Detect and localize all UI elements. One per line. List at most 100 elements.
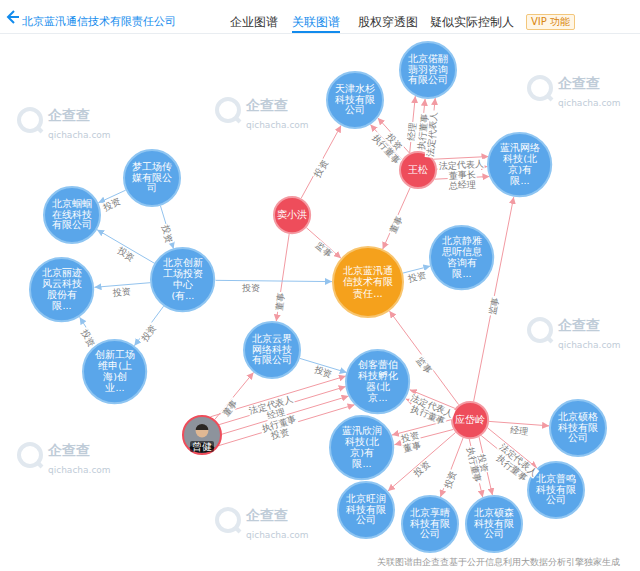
label-holder: 企业图谱 bbox=[230, 11, 278, 30]
focus-company-node: 北京蓝汛通信技术有限责任... bbox=[332, 246, 404, 318]
watermark: 企查查 bbox=[246, 507, 288, 523]
relation-label: 董事 bbox=[274, 291, 287, 312]
watermark-logo bbox=[235, 527, 240, 532]
company-node: 天津水杉科技有限公司 bbox=[326, 71, 384, 129]
watermark: qichacha.com bbox=[48, 130, 111, 141]
portrait-ground bbox=[182, 415, 222, 455]
relation-label: 投资 bbox=[441, 469, 458, 491]
company-name: 蓝汛网络科技(北京)有限... bbox=[500, 143, 540, 187]
tab-label: 股权穿透图 bbox=[358, 15, 418, 29]
relation-label: 投资 bbox=[411, 458, 433, 479]
relation-label: 投资 bbox=[101, 195, 123, 212]
watermark: 企查查 bbox=[48, 442, 90, 458]
label-holder: qichacha.com bbox=[558, 333, 621, 352]
watermark-logo bbox=[37, 462, 42, 467]
relation-line bbox=[216, 280, 332, 281]
relation-label: 董事 bbox=[388, 214, 405, 236]
portrait-hair bbox=[196, 424, 209, 430]
caption: 关联图谱由企查查基于公开信息利用大数据分析引擎独家生成 bbox=[377, 557, 620, 568]
node-disc bbox=[330, 416, 393, 479]
node-disc bbox=[244, 322, 300, 378]
company-node: 北京创新工场投资中心(有... bbox=[150, 247, 215, 312]
company-node: 北京丽迹风云科技股份有限... bbox=[29, 257, 94, 322]
node-disc bbox=[402, 496, 458, 552]
title-holder: 北京蓝汛通信技术有限责任公司 bbox=[22, 10, 176, 29]
watermark: qichacha.com bbox=[48, 465, 111, 476]
company-name: 北京静雅思听信息咨询有限... bbox=[442, 236, 482, 280]
watermark-logo bbox=[529, 319, 551, 341]
relation-line bbox=[301, 125, 341, 198]
company-name: 北京蓝汛通信技术有限责任... bbox=[342, 265, 394, 300]
watermark: qichacha.com bbox=[558, 340, 621, 351]
tab-label: 疑似实际控制人 bbox=[430, 15, 514, 29]
relation-label: 监事 bbox=[313, 240, 335, 261]
node-disc bbox=[124, 150, 180, 206]
relation-label: 投资 bbox=[312, 158, 330, 180]
portrait-ring bbox=[183, 416, 221, 454]
relation-line bbox=[474, 197, 514, 401]
company-node: 北京静雅思听信息咨询有限... bbox=[429, 225, 494, 290]
company-node: 北京硕森科技有限公司 bbox=[465, 495, 523, 553]
relation-label: 投资 bbox=[79, 327, 98, 349]
company-name: 北京云界网络科技有限公司 bbox=[252, 334, 292, 367]
label-holder: 企查查 bbox=[246, 95, 288, 114]
company-name: 北京享晴科技有限公司 bbox=[410, 508, 450, 541]
label-holder: 企查查 bbox=[558, 73, 600, 92]
relation-label: 董事 bbox=[220, 397, 240, 419]
watermark-logo bbox=[235, 117, 240, 122]
company-name: 北京偌翮翡羽咨询有限公司 bbox=[408, 54, 448, 87]
relation-line bbox=[97, 230, 155, 264]
portrait-head bbox=[196, 425, 209, 438]
relation-label: 监事 bbox=[414, 354, 434, 376]
watermark: 企查查 bbox=[558, 317, 600, 333]
person-node: 应岱岭 bbox=[451, 401, 489, 439]
relation-label: 投资 bbox=[240, 283, 260, 293]
label-holder: 股权穿透图 bbox=[358, 11, 418, 30]
watermark-logo bbox=[19, 444, 41, 466]
company-name: 天津水杉科技有限公司 bbox=[335, 84, 375, 117]
node-disc bbox=[327, 72, 383, 128]
company-name: 北京丽迹风云科技股份有限... bbox=[42, 268, 82, 312]
node-disc bbox=[30, 258, 93, 321]
node-disc bbox=[488, 133, 551, 196]
label-holder: 企查查 bbox=[48, 440, 90, 459]
company-node: 北京硕格科技有限公司 bbox=[549, 399, 607, 457]
company-name: 蓝汛欣润科技(北京)有限... bbox=[342, 426, 382, 470]
label-holder: 企查查 bbox=[246, 505, 288, 524]
watermark-logo bbox=[547, 95, 552, 100]
person-name: 王松 bbox=[408, 164, 428, 176]
label-holder: VIP 功能 bbox=[526, 10, 575, 30]
label-holder: 疑似实际控制人 bbox=[430, 11, 514, 30]
person-name: 曾健 bbox=[190, 441, 214, 453]
node-disc bbox=[346, 350, 409, 413]
relation-line bbox=[134, 306, 163, 346]
watermark-logo bbox=[217, 99, 239, 121]
company-node: 梦工场传媒有限公司 bbox=[123, 149, 181, 207]
node-disc bbox=[333, 247, 403, 317]
node-disc bbox=[430, 226, 493, 289]
node-disc bbox=[338, 482, 394, 538]
company-node: 北京享晴科技有限公司 bbox=[401, 495, 459, 553]
watermark-logo bbox=[529, 77, 551, 99]
label-holder: qichacha.com bbox=[558, 91, 621, 110]
tab-label: 企业图谱 bbox=[230, 15, 278, 29]
company-node: 北京旺润科技有限公司 bbox=[337, 481, 395, 539]
label-holder: 企查查 bbox=[558, 315, 600, 334]
company-name: 梦工场传媒有限公司 bbox=[132, 162, 172, 195]
watermark-logo bbox=[19, 109, 41, 131]
tab-label: 关联图谱 bbox=[292, 15, 340, 29]
company-name: 北京创新工场投资中心(有... bbox=[163, 258, 203, 302]
watermark-logo bbox=[37, 127, 42, 132]
relation-label: 投资 bbox=[115, 244, 137, 263]
watermark-logos bbox=[19, 77, 552, 532]
label-holder: qichacha.com bbox=[246, 523, 309, 542]
company-node: 创客蕾伯科技孵化器(北京... bbox=[345, 349, 410, 414]
watermark: 企查查 bbox=[48, 107, 90, 123]
person-node: 窦小洪 bbox=[273, 196, 311, 234]
relation-label: 投资 bbox=[406, 269, 428, 284]
node-disc bbox=[466, 496, 522, 552]
company-node: 创新工场维申(上海)创业... bbox=[82, 339, 147, 404]
company-name: 北京普鸣科技有限公司 bbox=[536, 474, 576, 507]
company-name: 北京硕格科技有限公司 bbox=[558, 412, 598, 445]
